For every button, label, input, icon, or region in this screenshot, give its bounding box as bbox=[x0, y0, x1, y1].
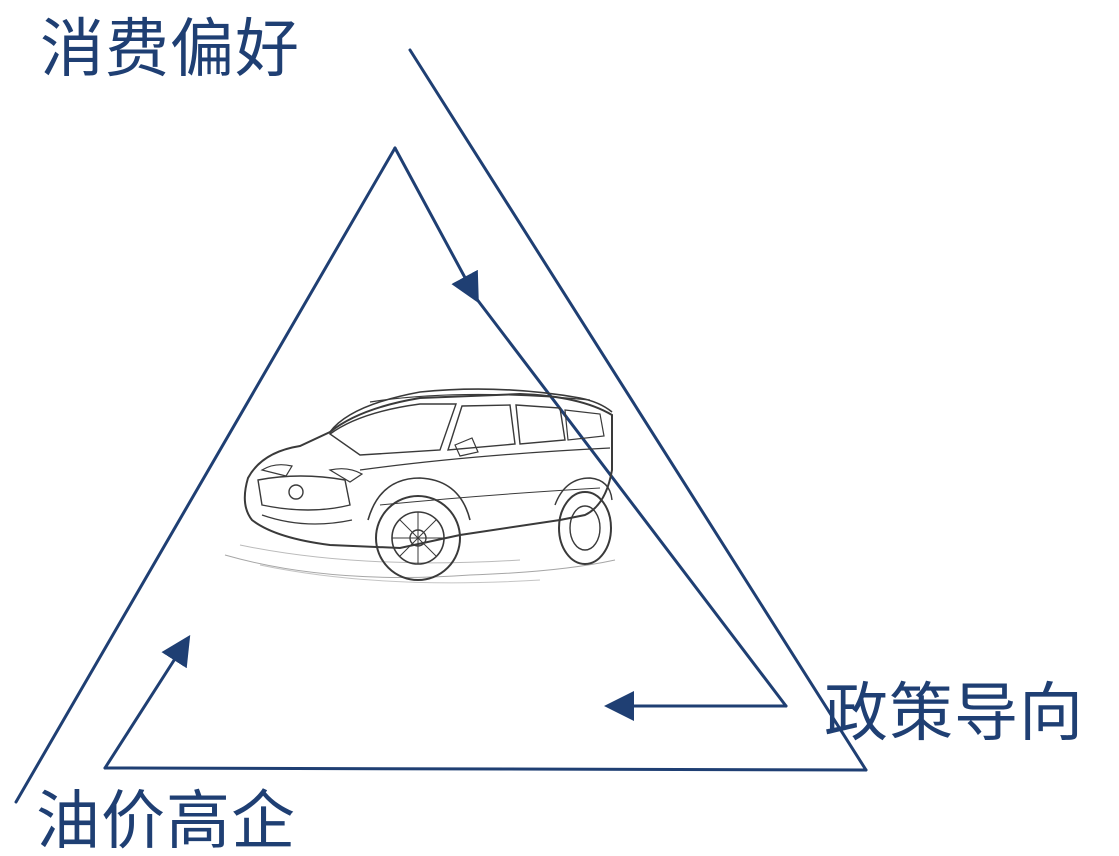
label-high-oil-price: 油价高企 bbox=[36, 785, 296, 856]
label-policy-guidance: 政策导向 bbox=[824, 677, 1084, 751]
outer-triangle bbox=[14, 48, 868, 804]
outer-bottom-edge bbox=[103, 766, 868, 772]
outer-left-edge bbox=[14, 146, 397, 804]
outer-right-edge bbox=[408, 48, 868, 772]
suv-car-sketch bbox=[224, 388, 616, 584]
label-consumer-preference: 消费偏好 bbox=[40, 13, 300, 87]
arrow-preference-down bbox=[393, 146, 479, 304]
inner-right-edge bbox=[474, 296, 788, 708]
arrow-oil-up bbox=[103, 634, 191, 770]
cycle-arrows bbox=[103, 146, 788, 770]
